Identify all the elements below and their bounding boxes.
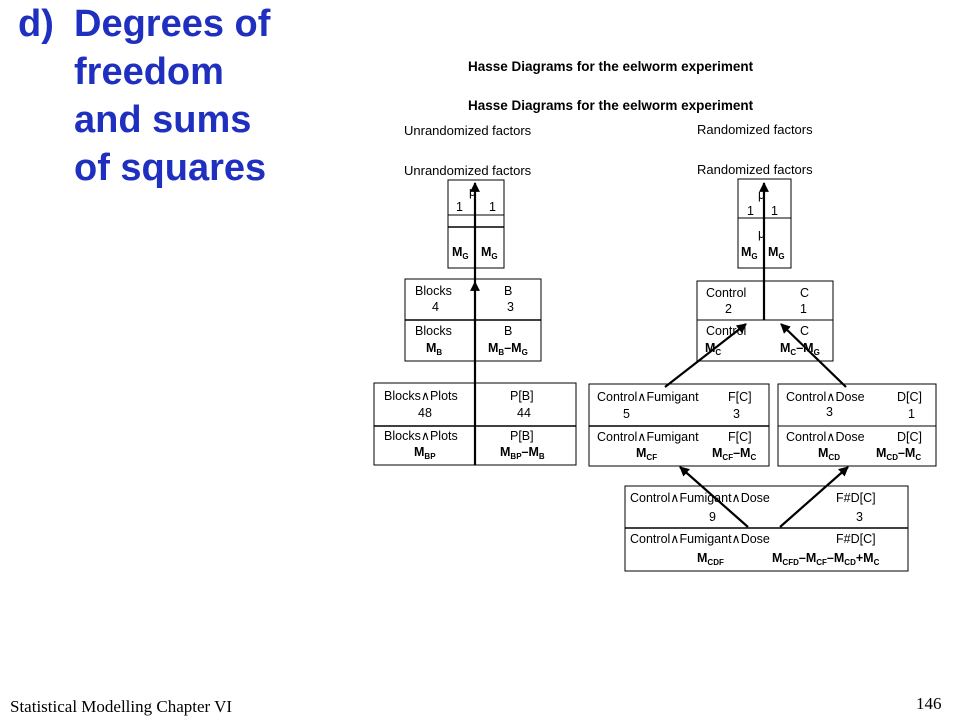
rand-fumigant-name-ss: Control∧Fumigant [597,430,699,444]
diagram-title: Hasse Diagrams for the eelworm experimen… [468,59,754,74]
rand-control-df: 1 [800,302,807,316]
rand-fumigant-ss-right: MCF–MC [712,446,756,462]
heading-marker: d) [18,3,54,45]
arrow-fd-to-dose [779,466,849,528]
footer-page-number: 146 [916,694,942,713]
rand-dose-term: D[C] [897,390,922,404]
unrand-mean-df-left: 1 [456,200,463,214]
unrand-blocks-term-ss: B [504,324,512,338]
arrow-fumigant-to-control [664,323,747,388]
rand-mean-ss-right: MG [768,245,785,261]
diagram-title-repeat: Hasse Diagrams for the eelworm experimen… [468,98,754,113]
rand-fd-ss-left: MCDF [697,551,724,567]
unrand-mean-symbol: μ [469,185,476,199]
rand-control-levels: 2 [725,302,732,316]
rand-dose-df: 1 [908,407,915,421]
unrand-plots-ss-left: MBP [414,445,436,461]
rand-fd-term-ss: F#D[C] [836,532,876,546]
rand-control-name: Control [706,286,746,300]
unrand-blocks-name-ss: Blocks [415,324,452,338]
unrand-blocks-box: Blocks B 4 3 Blocks B MB MB–MG [404,278,542,362]
rand-control-ss-left: MC [705,341,721,357]
unrand-mean-ss-left: MG [452,245,469,261]
unrandomized-caption: Unrandomized factors [404,123,532,138]
rand-dose-levels: 3 [826,405,833,419]
footer-course: Statistical Modelling Chapter VI [10,697,233,716]
unrand-plots-term: P[B] [510,389,534,403]
unrand-blocks-ss-right: MB–MG [488,341,528,357]
unrand-blocks-ss-left: MB [426,341,442,357]
rand-dose-box: Control∧Dose D[C] 3 1 Control∧Dose D[C] … [777,383,937,467]
rand-fumigant-levels: 5 [623,407,630,421]
unrand-blocks-term: B [504,284,512,298]
unrand-plots-name-ss: Blocks∧Plots [384,429,458,443]
unrand-plots-levels: 48 [418,406,432,420]
heading-line-4: of squares [74,147,267,189]
randomized-caption-repeat: Randomized factors [697,162,813,177]
unrand-plots-term-ss: P[B] [510,429,534,443]
heading-line-1: Degrees of [74,3,271,45]
rand-mean-symbol-ss: μ [758,227,765,241]
rand-fumigant-box: Control∧Fumigant F[C] 5 3 Control∧Fumiga… [588,383,770,467]
rand-fumigant-term: F[C] [728,390,752,404]
rand-control-term-ss: C [800,324,809,338]
heading-line-3: and sums [74,99,252,141]
rand-fd-df: 3 [856,510,863,524]
rand-fd-levels: 9 [709,510,716,524]
rand-fumigant-df: 3 [733,407,740,421]
rand-fumigant-term-ss: F[C] [728,430,752,444]
rand-mean-df-left: 1 [747,204,754,218]
rand-fd-name: Control∧Fumigant∧Dose [630,491,770,505]
unrand-plots-name: Blocks∧Plots [384,389,458,403]
rand-control-name-ss: Control [706,324,746,338]
rand-dose-name: Control∧Dose [786,390,865,404]
unrand-blocks-levels: 4 [432,300,439,314]
randomized-caption: Randomized factors [697,122,813,137]
rand-fumigant-ss-left: MCF [636,446,657,462]
rand-mean-symbol: μ [758,188,765,202]
unrand-plots-df: 44 [517,406,531,420]
rand-dose-ss-left: MCD [818,446,840,462]
rand-dose-term-ss: D[C] [897,430,922,444]
rand-fd-name-ss: Control∧Fumigant∧Dose [630,532,770,546]
rand-mean-df-right: 1 [771,204,778,218]
unrand-blocks-name: Blocks [415,284,452,298]
rand-control-term: C [800,286,809,300]
unrand-mean-df-right: 1 [489,200,496,214]
unrand-plots-ss-right: MBP–MB [500,445,545,461]
rand-dose-ss-right: MCD–MC [876,446,921,462]
rand-fd-ss-right: MCFD–MCF–MCD+MC [772,551,880,567]
arrow-dose-to-control [780,323,847,388]
unrandomized-caption-repeat: Unrandomized factors [404,163,532,178]
unrand-blocks-df: 3 [507,300,514,314]
rand-fumigant-dose-box: Control∧Fumigant∧Dose F#D[C] 9 3 Control… [624,485,909,572]
rand-control-box: Control C 2 1 Control C MC MC–MG [696,280,834,362]
heading-line-2: freedom [74,51,224,93]
arrow-fd-to-fumigant [679,466,749,528]
rand-fd-term: F#D[C] [836,491,876,505]
unrand-mean-ss-right: MG [481,245,498,261]
rand-dose-name-ss: Control∧Dose [786,430,865,444]
rand-mean-ss-left: MG [741,245,758,261]
rand-fumigant-name: Control∧Fumigant [597,390,699,404]
